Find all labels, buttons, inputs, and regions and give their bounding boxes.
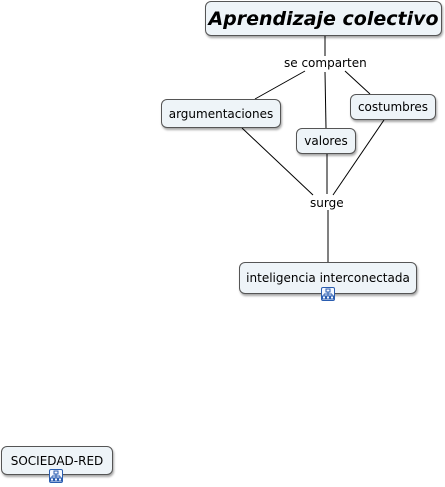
concept-aprendizaje-colectivo[interactable]: Aprendizaje colectivo [205,1,442,36]
concept-label: argumentaciones [168,106,274,121]
linking-phrase-surge: surge [307,196,347,210]
concept-label: Aprendizaje colectivo [208,7,439,30]
link-comparten-to-valores [324,71,327,129]
concept-valores[interactable]: valores [296,128,356,154]
link-argumentaciones-to-surge [241,127,314,196]
link-comparten-to-argumentaciones [254,70,306,100]
linking-phrase-se-comparten: se comparten [281,56,370,70]
link-costumbres-to-surge [332,119,385,196]
concept-label: costumbres [357,100,429,114]
concept-label: inteligencia interconectada [246,271,410,285]
concept-label: valores [304,134,348,148]
submap-icon[interactable] [49,469,63,483]
submap-icon[interactable] [321,287,335,301]
concept-label: SOCIEDAD-RED [10,453,104,468]
concept-argumentaciones[interactable]: argumentaciones [161,99,281,128]
link-comparten-to-costumbres [344,70,371,95]
concept-inteligencia-interconectada[interactable]: inteligencia interconectada [239,262,417,294]
concept-costumbres[interactable]: costumbres [350,94,436,120]
